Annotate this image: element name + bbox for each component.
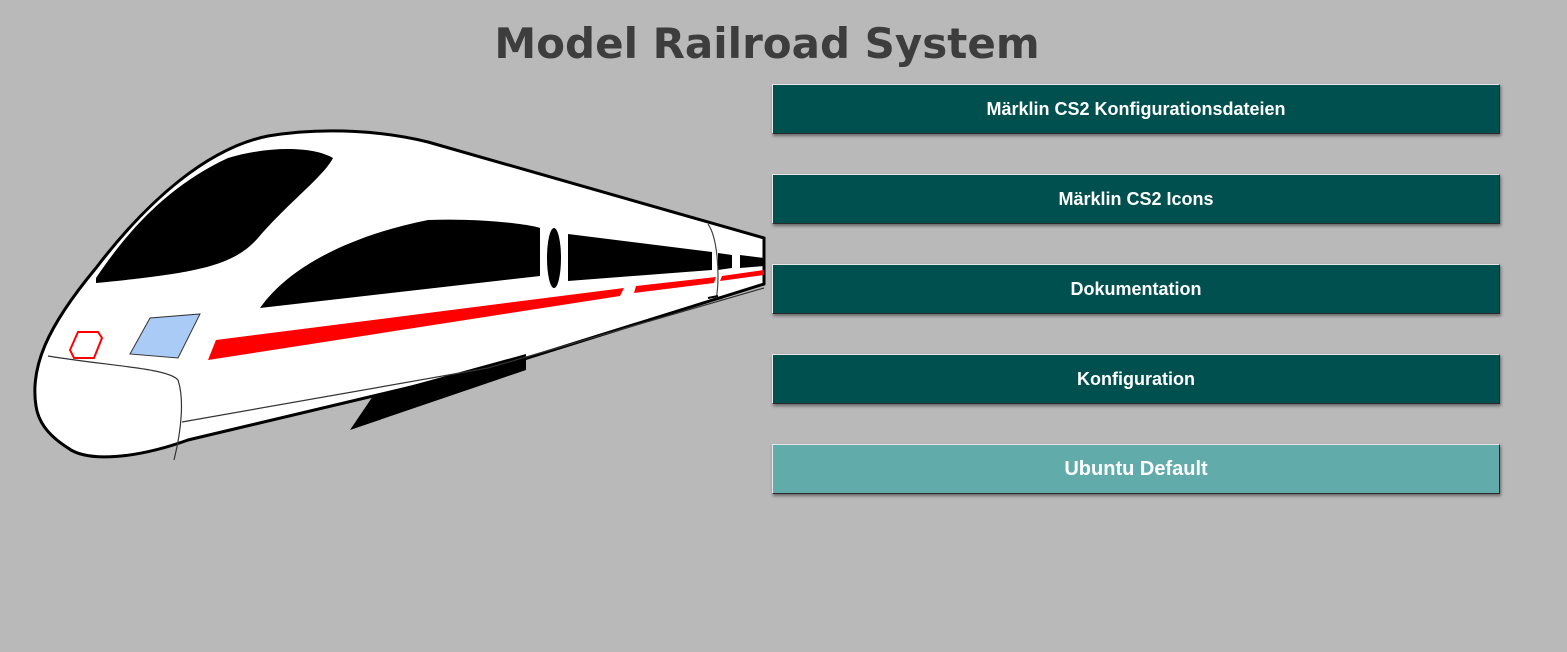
side-window-4 [740,255,764,268]
train-skirt [350,354,526,430]
ubuntu-default-button[interactable]: Ubuntu Default [772,444,1500,494]
headlight-window [129,313,201,359]
red-lamp [68,331,104,359]
body-line [47,355,183,461]
wheel-marks [707,295,723,301]
train-illustration [33,129,766,461]
body-line-3 [707,223,719,301]
red-stripe-3 [720,270,764,281]
red-stripe-2 [634,277,716,293]
main-menu: Märklin CS2 Konfigurationsdateien Märkli… [772,84,1500,534]
side-window [260,219,540,308]
side-window-2 [568,234,712,281]
cs2-config-files-button[interactable]: Märklin CS2 Konfigurationsdateien [772,84,1500,134]
cab-window [96,149,333,283]
cs2-icons-button[interactable]: Märklin CS2 Icons [772,174,1500,224]
red-stripe [208,288,624,360]
page-title: Model Railroad System [494,19,1040,68]
door-window [547,228,561,288]
side-window-3 [718,253,732,270]
documentation-button[interactable]: Dokumentation [772,264,1500,314]
body-line-2 [181,287,765,423]
configuration-button[interactable]: Konfiguration [772,354,1500,404]
